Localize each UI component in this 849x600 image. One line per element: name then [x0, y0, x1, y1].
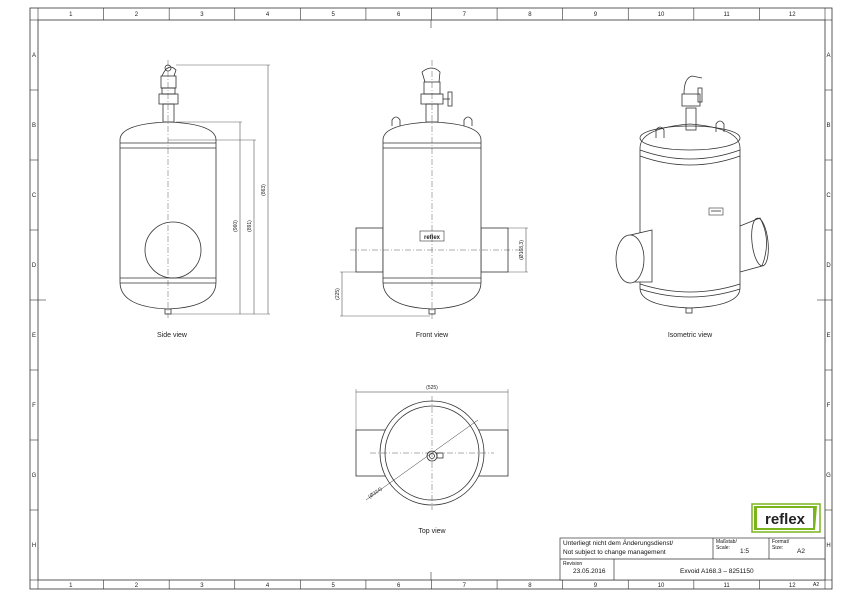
zone-row-label-left: G [32, 473, 37, 479]
zone-row-label-right: C [826, 193, 831, 199]
front-dim-dn: (Ø168,3) [519, 240, 525, 260]
scale-label-en: Scale: [716, 545, 730, 551]
side-dim-891: (891) [247, 220, 253, 232]
zone-col-label-top: 2 [135, 12, 139, 18]
scale-label: Maßstab/ [716, 539, 737, 545]
zone-col-label-bottom: 12 [789, 583, 796, 589]
front-view [340, 60, 528, 320]
zone-col-label-top: 11 [724, 12, 731, 18]
zone-col-label-top: 3 [200, 12, 204, 18]
side-nozzle-circle [144, 221, 202, 279]
zone-col-label-bottom: 3 [200, 583, 204, 589]
zone-grid [30, 8, 832, 589]
zone-row-label-right: F [827, 403, 831, 409]
zone-row-label-left: F [32, 403, 36, 409]
zone-row-label-left: H [32, 543, 36, 549]
scale-value: 1:5 [740, 548, 750, 555]
zone-col-label-bottom: 11 [724, 583, 731, 589]
revision-label: Revision [563, 561, 583, 567]
zone-row-label-right: D [826, 263, 831, 269]
iso-vessel-body [639, 123, 741, 309]
zone-row-label-left: A [32, 53, 36, 59]
top-dim-width: (525) [426, 385, 438, 391]
zone-row-label-left: C [32, 193, 37, 199]
zone-row-label-left: E [32, 333, 36, 339]
format-value: A2 [797, 548, 805, 555]
logo-text: reflex [765, 511, 806, 528]
corner-size-label: A2 [813, 582, 820, 588]
front-nameplate-text: reflex [424, 235, 441, 241]
zone-row-label-right: A [826, 53, 830, 59]
iso-front-nozzle [615, 234, 645, 284]
zone-col-label-bottom: 9 [594, 583, 598, 589]
top-view-label: Top view [418, 528, 446, 535]
zone-col-label-bottom: 6 [397, 583, 401, 589]
side-view [119, 60, 270, 318]
zone-col-label-bottom: 2 [135, 583, 139, 589]
zone-row-label-right: E [826, 333, 830, 339]
zone-col-label-top: 5 [331, 12, 335, 18]
zone-row-label-left: B [32, 123, 36, 129]
zone-col-label-top: 6 [397, 12, 401, 18]
zone-col-label-top: 1 [69, 12, 73, 18]
zone-col-label-bottom: 1 [69, 583, 73, 589]
zone-col-label-top: 4 [266, 12, 270, 18]
side-dim-960: (960) [233, 220, 239, 232]
zone-col-label-top: 7 [463, 12, 467, 18]
front-dim-225: (225) [335, 288, 341, 300]
zone-row-label-left: D [32, 263, 37, 269]
revision-date: 23.05.2016 [573, 568, 606, 575]
side-view-label: Side view [157, 332, 188, 339]
side-dim-863: (863) [261, 184, 267, 196]
zone-row-label-right: B [826, 123, 830, 129]
zone-col-label-top: 9 [594, 12, 598, 18]
iso-view-label: Isometric view [668, 332, 713, 339]
zone-col-label-bottom: 10 [658, 583, 665, 589]
note-english: Not subject to change management [563, 549, 666, 556]
zone-col-label-bottom: 8 [528, 583, 532, 589]
front-nameplate [419, 230, 445, 242]
isometric-view [615, 75, 769, 314]
zone-row-label-right: G [826, 473, 831, 479]
format-label: Format/ [772, 539, 790, 545]
zone-col-label-top: 12 [789, 12, 796, 18]
zone-col-label-bottom: 7 [463, 583, 467, 589]
title-block [559, 537, 826, 581]
outer-frame [29, 7, 833, 590]
zone-col-label-top: 8 [528, 12, 532, 18]
top-view [355, 389, 509, 510]
top-dim-diameter: (Ø324) [367, 486, 383, 500]
zone-row-label-right: H [826, 543, 830, 549]
front-view-label: Front view [416, 332, 449, 339]
zone-col-label-bottom: 4 [266, 583, 270, 589]
zone-col-label-bottom: 5 [331, 583, 335, 589]
note-german: Unterliegt nicht dem Änderungsdienst/ [563, 540, 674, 547]
format-label-en: Size: [772, 545, 784, 551]
reflex-logo: reflex [751, 503, 821, 533]
product-title: Exvoid A168.3 – 8251150 [680, 568, 754, 575]
zone-col-label-top: 10 [658, 12, 665, 18]
